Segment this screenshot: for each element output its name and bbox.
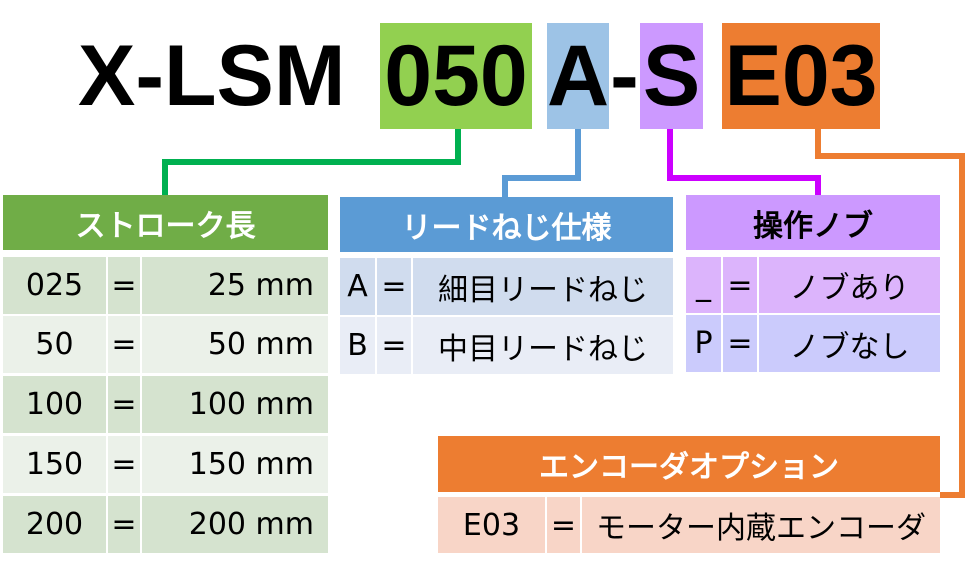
- lead-eq: =: [377, 317, 411, 374]
- stroke-eq: =: [108, 376, 140, 433]
- encoder-code: E03: [438, 497, 545, 553]
- encoder-table-header: エンコーダオプション: [438, 436, 940, 492]
- stroke-code: 025: [3, 257, 106, 314]
- encoder-eq: =: [547, 497, 580, 553]
- stroke-eq: =: [108, 496, 140, 553]
- lead-table-header: リードねじ仕様: [340, 197, 673, 252]
- knob-eq: =: [723, 315, 757, 372]
- stroke-code: 150: [3, 436, 106, 493]
- stroke-eq: =: [108, 257, 140, 314]
- stroke-code: 100: [3, 376, 106, 433]
- code-lead-segment: A: [547, 23, 609, 129]
- stroke-value: 100 mm: [142, 376, 328, 433]
- stroke-value: 50 mm: [142, 316, 328, 373]
- stroke-code: 200: [3, 496, 106, 553]
- lead-code: B: [340, 317, 375, 374]
- lead-eq: =: [377, 258, 411, 315]
- encoder-value: モーター内蔵エンコーダ: [582, 497, 940, 553]
- stroke-value: 25 mm: [142, 257, 328, 314]
- stroke-value: 200 mm: [142, 496, 328, 553]
- code-knob-segment: S: [640, 23, 703, 129]
- code-dash: -: [610, 28, 639, 124]
- knob-eq: =: [723, 257, 757, 313]
- knob-code: P: [686, 315, 721, 372]
- lead-code: A: [340, 258, 375, 315]
- code-prefix: X-LSM: [78, 28, 346, 124]
- knob-table-header: 操作ノブ: [686, 195, 940, 250]
- stroke-code: 50: [3, 316, 106, 373]
- knob-code: _: [686, 257, 721, 313]
- stroke-eq: =: [108, 436, 140, 493]
- code-encoder-segment: E03: [722, 23, 880, 129]
- stroke-value: 150 mm: [142, 436, 328, 493]
- knob-value: ノブなし: [759, 315, 940, 372]
- stroke-table-header: ストローク長: [3, 195, 328, 250]
- knob-value: ノブあり: [759, 257, 940, 313]
- code-stroke-segment: 050: [380, 23, 532, 129]
- stroke-eq: =: [108, 316, 140, 373]
- lead-value: 細目リードねじ: [413, 258, 673, 315]
- lead-value: 中目リードねじ: [413, 317, 673, 374]
